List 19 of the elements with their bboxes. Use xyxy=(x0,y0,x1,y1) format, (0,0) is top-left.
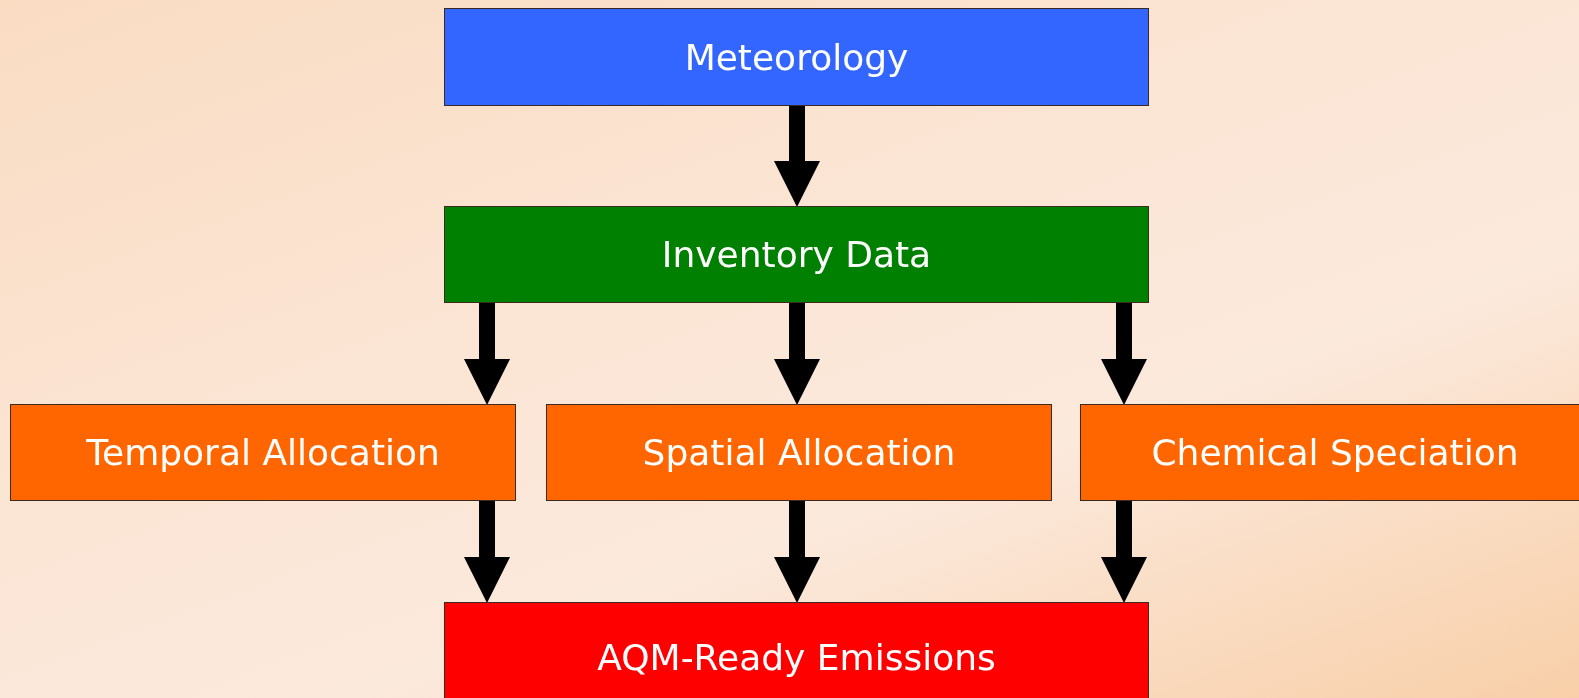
box-label: Inventory Data xyxy=(661,234,932,275)
process-box xyxy=(546,404,1052,501)
process-box xyxy=(1080,404,1579,501)
arrow xyxy=(464,501,510,603)
process-box xyxy=(444,602,1149,698)
box-label: Meteorology xyxy=(684,36,909,78)
arrow xyxy=(1101,303,1147,405)
arrow xyxy=(774,303,820,405)
process-box xyxy=(444,8,1149,106)
box-label: Chemical Speciation xyxy=(1151,432,1519,473)
box-label: AQM-Ready Emissions xyxy=(597,636,996,678)
arrow xyxy=(464,303,510,405)
arrow xyxy=(1101,501,1147,603)
process-box xyxy=(10,404,516,501)
box-label: Spatial Allocation xyxy=(642,432,956,473)
process-box xyxy=(444,206,1149,303)
box-label: Temporal Allocation xyxy=(86,432,440,473)
arrow xyxy=(774,501,820,603)
arrow xyxy=(774,106,820,207)
